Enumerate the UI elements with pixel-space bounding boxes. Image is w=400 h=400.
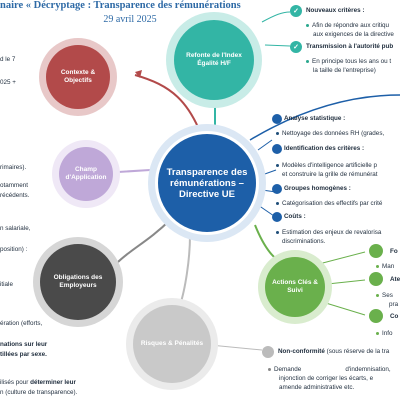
left-fragment: ilisés pour déterminer leur [0,379,76,386]
analyse-text: Nettoyage des données RH (grades, [276,130,384,138]
node-risques[interactable]: Risques & Pénalités [126,298,218,390]
action-item: Info [376,330,393,338]
left-fragment: itiale [0,281,13,288]
couts-text: discriminations. [282,238,326,245]
bullet-icon [262,346,274,358]
action-item: pra [389,301,399,308]
couts-text: Estimation des enjeux de revalorisa [276,229,381,237]
action-dot-icon [369,309,383,323]
left-fragment: otamment [0,182,28,189]
left-fragment: ération (efforts, [0,320,43,327]
identification-text: et construire la grille de rémunérat [282,171,378,178]
center-node[interactable]: Transparence des rémunérations – Directi… [148,124,266,242]
left-fragment: 025 + [0,79,16,86]
node-actions-label: Actions Clés & Suivi [272,279,318,294]
transmission-title: Transmission à l'autorité pub [306,43,394,50]
bullet-icon [272,114,282,124]
left-fragment: n salariale, [0,225,31,232]
nonconformite-text: injonction de corriger les écarts, e [279,375,374,382]
nouveaux-criteres-title: Nouveaux critères : [306,7,365,14]
left-fragment: nations sur leur [0,341,48,348]
left-fragment: récédents. [0,192,30,199]
transmission-text: En principe tous les ans ou t [306,58,391,66]
action-item: Co [390,313,399,320]
identification-text: Modèles d'intelligence artificielle p [276,162,377,170]
node-refonte-label: Refonte de l'Index Égalité H/F [186,52,242,67]
center-node-label: Transparence des rémunérations – Directi… [166,166,248,200]
node-risques-label: Risques & Pénalités [140,340,204,347]
check-icon: ✓ [290,5,302,17]
page-title: naire « Décryptage : Transparence des ré… [0,0,241,11]
action-dot-icon [369,272,383,286]
page-date: 29 avril 2025 [103,14,157,25]
action-item: Ses [376,292,393,300]
node-actions[interactable]: Actions Clés & Suivi [258,250,332,324]
node-obligations[interactable]: Obligations des Employeurs [33,237,123,327]
action-item: Ate [390,276,400,283]
node-contexte-label: Contexte & Objectifs [60,69,96,84]
node-contexte[interactable]: Contexte & Objectifs [39,38,117,116]
node-obligations-label: Obligations des Employeurs [53,274,103,289]
node-champ[interactable]: Champ d'Application [52,140,120,208]
check-icon: ✓ [290,41,302,53]
analyse-title: Analyse statistique : [284,115,346,122]
nonconformite-text: amende administrative etc. [279,384,355,391]
groupes-title: Groupes homogènes : [284,185,351,192]
left-fragment: d le 7 [0,56,16,63]
bullet-icon [272,144,282,154]
node-champ-label: Champ d'Application [65,166,107,181]
transmission-text: la taille de l'entreprise) [313,67,376,74]
left-fragment: position) : [0,246,28,253]
left-fragment: tillées par sexe. [0,351,47,358]
identification-title: Identification des critères : [284,145,365,152]
node-refonte[interactable]: Refonte de l'Index Égalité H/F [166,12,262,108]
action-item: Man [376,263,394,271]
nouveaux-criteres-text: Afin de répondre aux critiqu [306,22,389,30]
action-dot-icon [369,244,383,258]
left-fragment: n (culture de transparence). [0,389,78,396]
nouveaux-criteres-text: aux exigences de la directive [313,31,394,38]
bullet-icon [272,184,282,194]
nonconformite-title: Non-conformité (sous réserve de la tra [278,348,390,355]
couts-title: Coûts : [284,213,306,220]
bullet-icon [272,212,282,222]
groupes-text: Catégorisation des effectifs par crité [276,200,382,208]
left-fragment: rimaires). [0,164,27,171]
action-item: Fo [390,248,398,255]
